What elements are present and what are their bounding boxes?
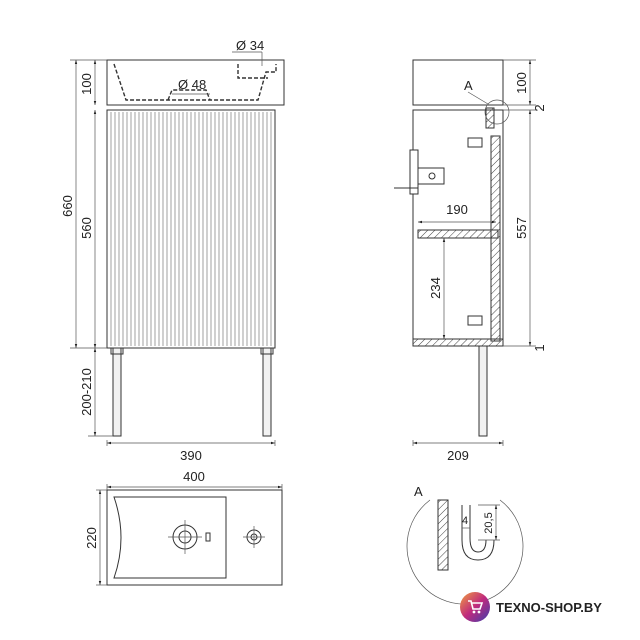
detail-marker-circle (484, 99, 510, 125)
dim-basin-height: 100 (79, 73, 94, 95)
dim-top-depth: 220 (84, 527, 99, 549)
brand-logo: TEXNO-SHOP.BY (460, 592, 602, 622)
dim-detail-height: 20,5 (483, 512, 495, 533)
dim-diameter-top: Ø 34 (236, 38, 264, 53)
dim-top-width: 400 (183, 469, 205, 484)
top-view: 400 220 (84, 469, 283, 586)
side-bottom (412, 338, 504, 347)
dim-front-width: 390 (180, 448, 202, 463)
leg-right (262, 347, 272, 437)
dim-shelf-height: 234 (428, 277, 443, 299)
dim-side-depth: 209 (447, 448, 469, 463)
leg-left (112, 347, 122, 437)
front-view: Ø 34 Ø 48 660 100 560 200-210 390 (60, 38, 285, 463)
side-basin (412, 59, 504, 106)
dim-side-top: 100 (514, 72, 529, 94)
dim-detail-thickness: 4 (462, 515, 468, 527)
brand-name: TEXNO-SHOP.BY (496, 599, 602, 615)
cart-icon (460, 592, 490, 622)
dim-bottom-gap: 1 (532, 344, 547, 351)
side-cabinet (412, 109, 504, 347)
top-bowl-outline (113, 496, 227, 579)
dim-total-height: 660 (60, 195, 75, 217)
side-shelf (417, 229, 499, 239)
dim-cabinet-height: 560 (79, 217, 94, 239)
side-detail-label: A (464, 78, 473, 93)
basin-bowl-outline (113, 63, 277, 101)
basin-body (106, 59, 285, 106)
side-view: A 190 234 100 2 557 1 209 (394, 59, 547, 463)
top-basin-outline (106, 489, 283, 586)
dim-diameter-drain: Ø 48 (178, 77, 206, 92)
detail-view: A 4 20,5 (406, 484, 524, 605)
side-leg (478, 345, 488, 437)
dim-shelf-depth: 190 (446, 202, 468, 217)
dim-side-gap: 2 (532, 104, 547, 111)
cabinet-ribs (110, 112, 272, 346)
cabinet-body (106, 109, 276, 349)
dim-inner-height: 557 (514, 217, 529, 239)
detail-label: A (414, 484, 423, 499)
dim-leg-height: 200-210 (79, 368, 94, 416)
